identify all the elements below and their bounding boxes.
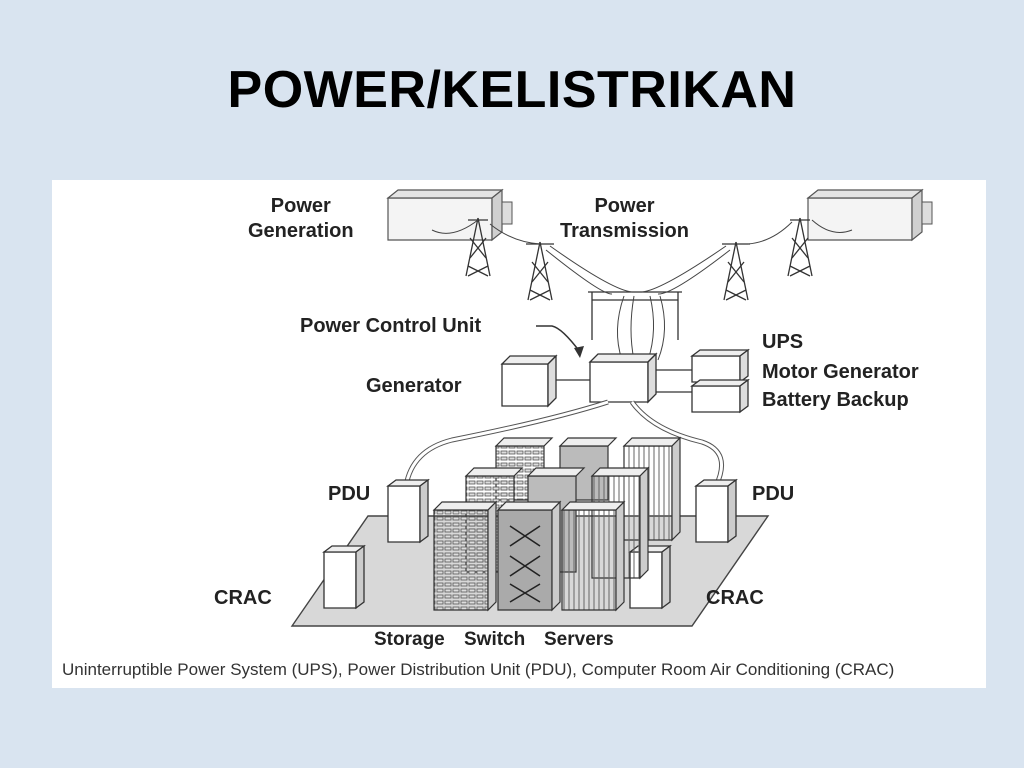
label-power-generation: Power Generation xyxy=(248,195,354,242)
slide-title: POWER/KELISTRIKAN xyxy=(227,61,797,119)
servers-rack xyxy=(561,509,617,611)
ups-boxes xyxy=(656,348,750,414)
tower-1 xyxy=(465,217,491,277)
label-generator: Generator xyxy=(366,375,462,397)
label-servers: Servers xyxy=(544,629,614,650)
tower-3 xyxy=(722,241,750,301)
pdu-right-unit xyxy=(694,478,738,544)
switch-rack xyxy=(497,509,553,611)
power-plant-right xyxy=(806,188,933,242)
label-battery-backup: Battery Backup xyxy=(762,389,909,411)
label-switch: Switch xyxy=(464,629,526,650)
label-pdu-left: PDU xyxy=(328,483,371,505)
tower-4 xyxy=(787,217,813,277)
diagram-artwork xyxy=(290,188,933,627)
storage-rack xyxy=(433,509,489,611)
label-ups: UPS xyxy=(762,331,804,353)
power-system-diagram: Power Generation Power Transmission Powe… xyxy=(52,180,986,688)
pdu-left-unit xyxy=(386,478,430,544)
pcu-pointer-arrow xyxy=(536,325,584,358)
label-power-control-unit: Power Control Unit xyxy=(300,315,482,337)
label-motor-generator: Motor Generator xyxy=(762,361,919,383)
generator-box xyxy=(500,354,590,408)
tower-2 xyxy=(526,241,554,301)
label-pdu-right: PDU xyxy=(752,483,795,505)
racks-front-row xyxy=(432,500,626,612)
gantry xyxy=(588,291,682,340)
label-crac-right: CRAC xyxy=(706,587,764,609)
label-power-transmission: Power Transmission xyxy=(560,195,689,242)
label-crac-left: CRAC xyxy=(214,587,272,609)
diagram-caption: Uninterruptible Power System (UPS), Powe… xyxy=(62,660,895,679)
power-control-unit-box xyxy=(588,352,658,404)
power-plant-left xyxy=(386,188,513,242)
switch-arrows xyxy=(509,525,541,603)
crac-left-unit xyxy=(322,544,366,610)
label-storage: Storage xyxy=(374,629,445,650)
